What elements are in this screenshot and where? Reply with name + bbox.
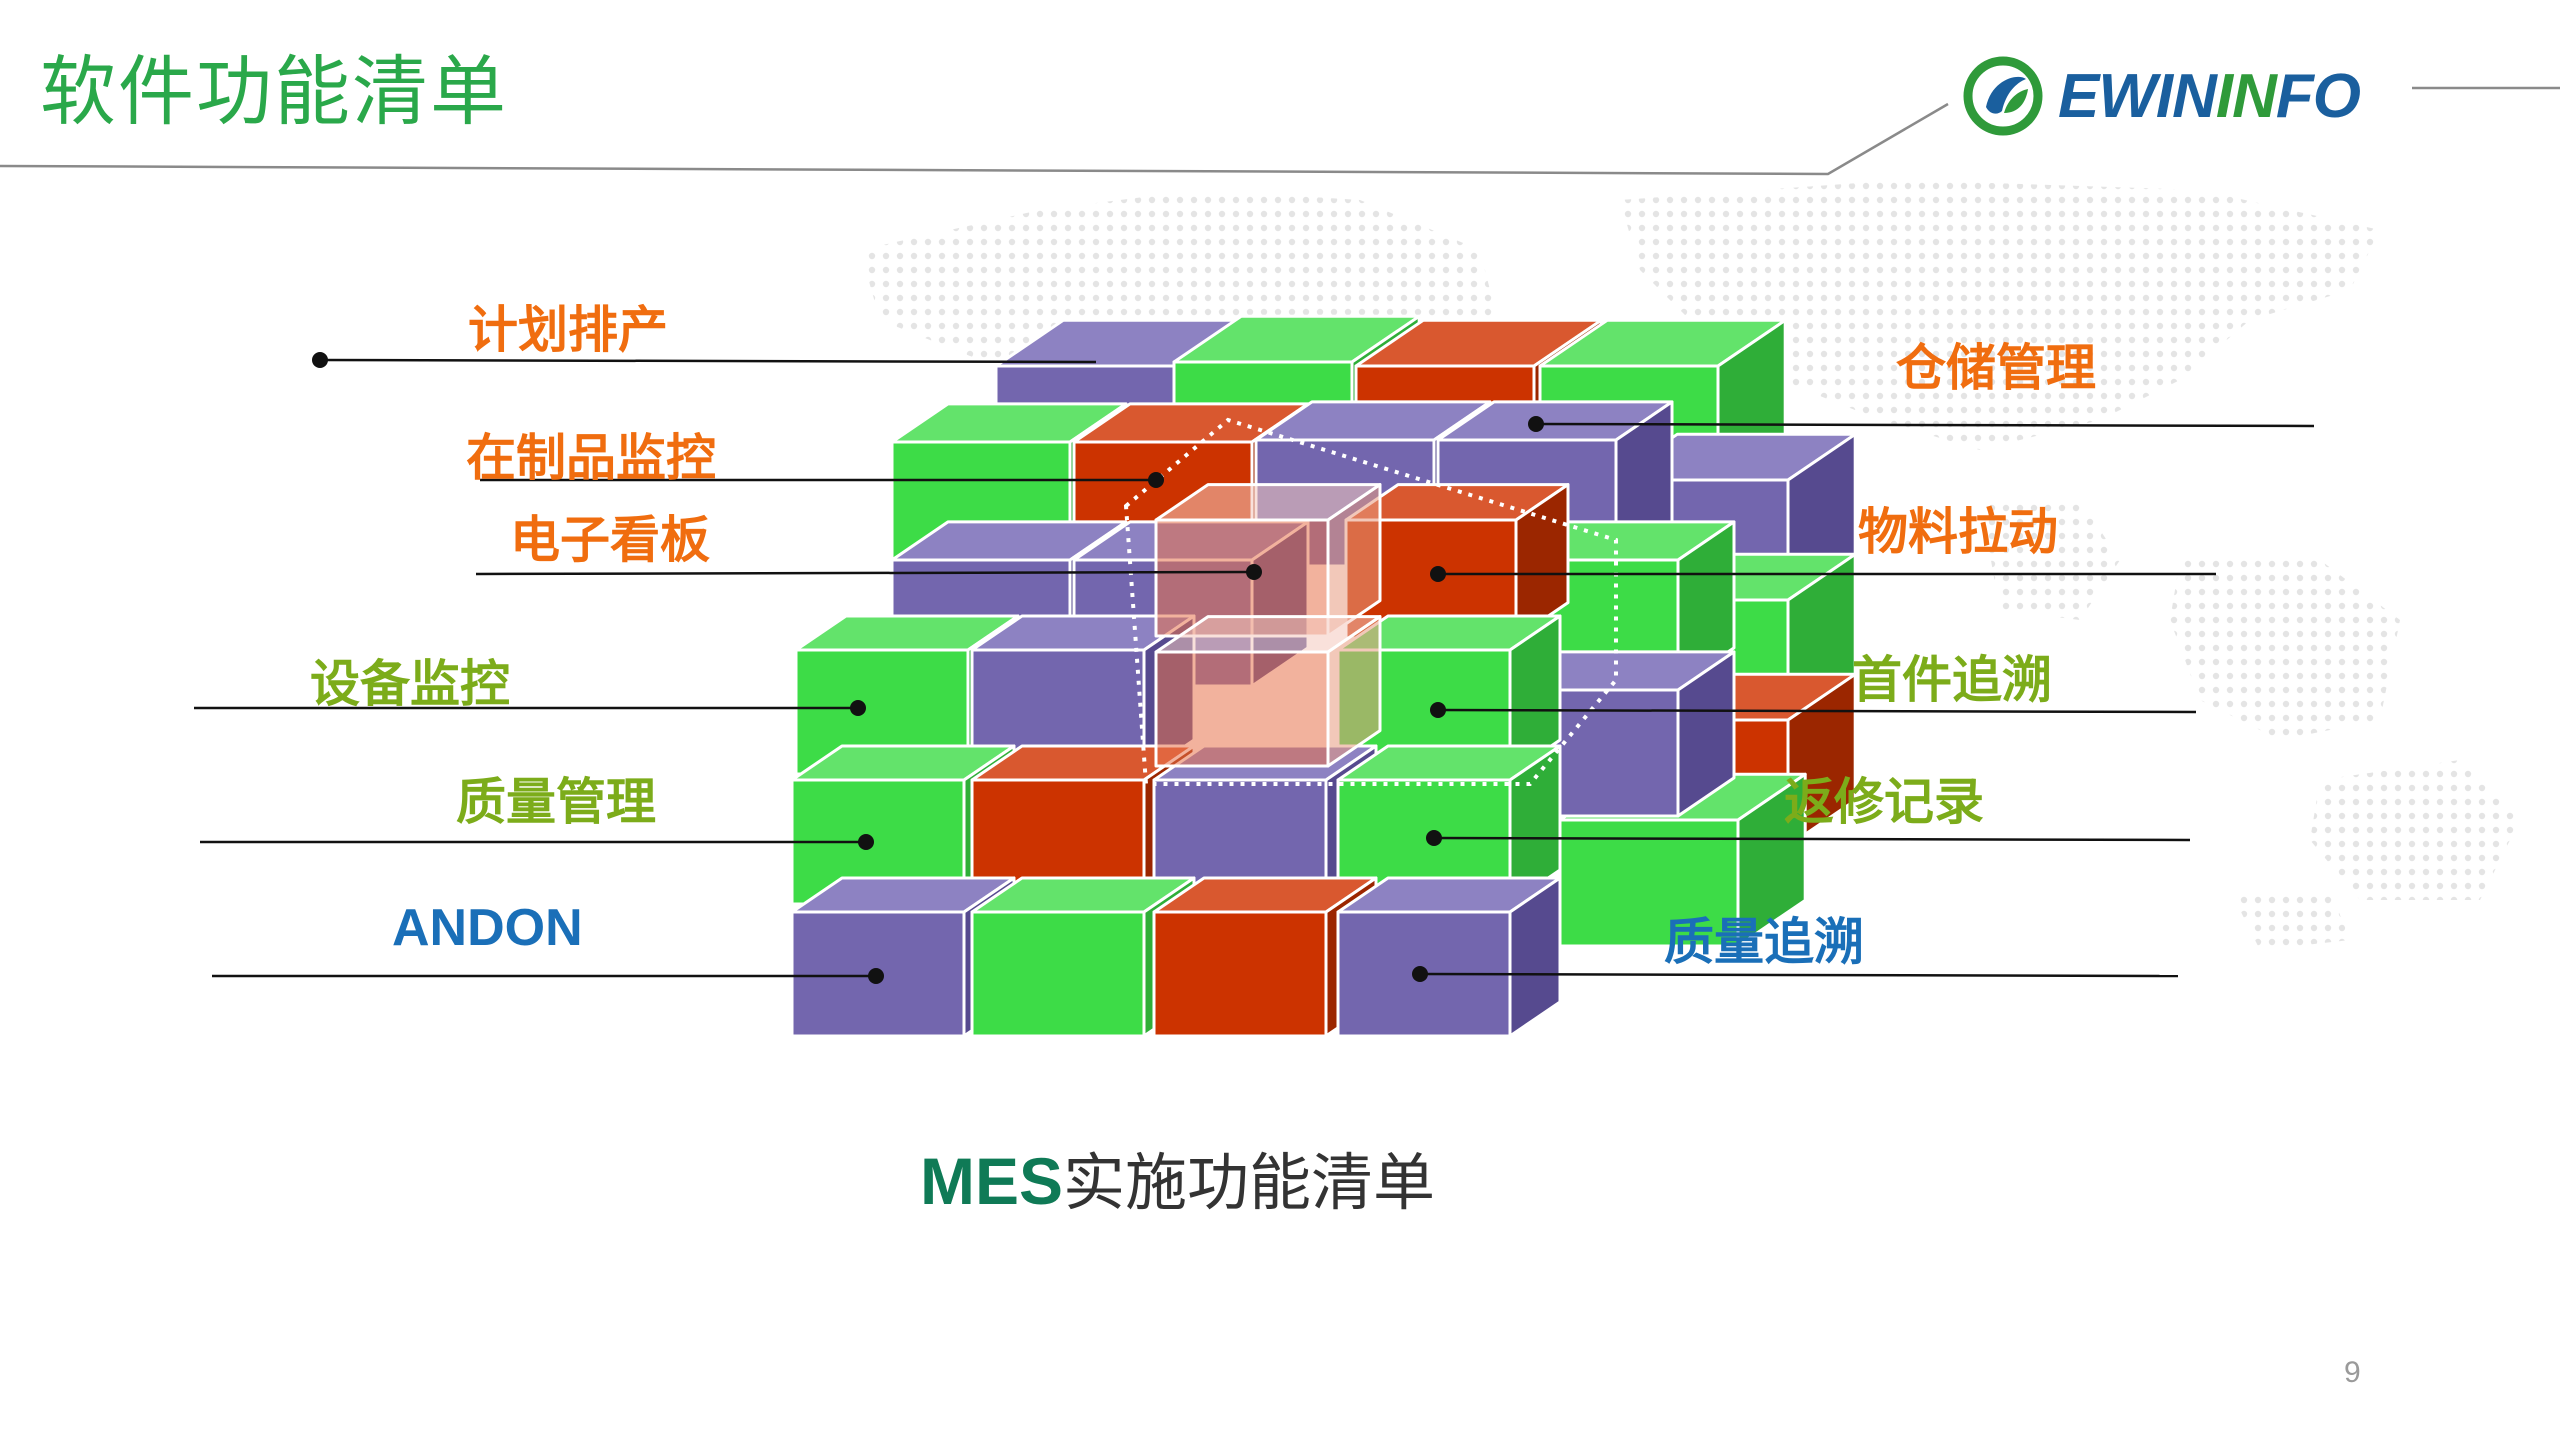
front-cube-r2-c2-front [1152,910,1328,1038]
caption-text: 实施功能清单 [1063,1146,1436,1219]
company-logo: EWININFO [1962,44,2361,148]
leader-production-scheduling [312,352,1097,368]
leader-warehouse-management-line [1535,422,2315,428]
label-equipment-monitoring: 设备监控 [310,655,510,713]
leader-electronic-kanban [475,564,1262,580]
leader-electronic-kanban-line [475,570,1255,576]
leader-warehouse-management [1528,416,2315,432]
leader-quality-traceability-line [1419,972,2179,978]
leader-quality-management-dot [858,834,874,850]
diagram-caption: MES实施功能清单 [920,1132,1435,1222]
label-material-pull: 物料拉动 [1858,503,2058,561]
leader-electronic-kanban-dot [1246,564,1262,580]
front-cube-r2-c1-front [970,910,1146,1038]
page-number: 9 [2344,1356,2361,1389]
leader-wip-monitoring [480,472,1164,488]
leader-repair-records-dot [1426,830,1442,846]
logo-text-part1: EWIN [2058,61,2217,131]
page-title: 软件功能清单 [40,47,508,136]
leader-equipment-monitoring-dot [850,700,866,716]
leader-quality-traceability [1412,966,2179,982]
label-production-scheduling: 计划排产 [468,301,668,359]
highlight-cube-lower-front [1154,650,1330,768]
highlight-dotted-outline [1123,417,1618,786]
label-quality-management: 质量管理 [456,773,656,831]
header-rule [0,102,1949,176]
leader-wip-monitoring-dot [1148,472,1164,488]
leader-andon-dot [868,968,884,984]
leader-production-scheduling-dot [312,352,328,368]
logo-text-part2: IN [2215,61,2277,131]
logo-text-part3: FO [2275,61,2361,131]
leader-first-article-traceability-dot [1430,702,1446,718]
label-andon: ANDON [392,899,583,957]
leader-material-pull-dot [1430,566,1446,582]
leader-repair-records-line [1433,836,2191,842]
label-repair-records: 返修记录 [1784,773,1984,831]
leader-material-pull [1430,566,2216,582]
leader-warehouse-management-dot [1528,416,1544,432]
leader-first-article-traceability-line [1437,708,2197,714]
leader-repair-records [1426,830,2191,846]
logo-wordmark: EWININFO [2058,61,2361,132]
leader-quality-management [200,834,874,850]
leader-equipment-monitoring [194,700,866,716]
label-first-article-traceability: 首件追溯 [1852,651,2052,709]
leader-quality-traceability-dot [1412,966,1428,982]
caption-mes: MES [920,1144,1064,1218]
label-wip-monitoring: 在制品监控 [466,429,716,487]
leader-first-article-traceability [1430,702,2197,718]
label-warehouse-management: 仓储管理 [1896,339,2096,397]
label-electronic-kanban: 电子看板 [510,511,710,569]
leaf-swirl-icon [1963,56,2043,136]
label-quality-traceability: 质量追溯 [1664,913,1864,971]
leader-andon [212,968,884,984]
leader-production-scheduling-line [319,358,1097,364]
